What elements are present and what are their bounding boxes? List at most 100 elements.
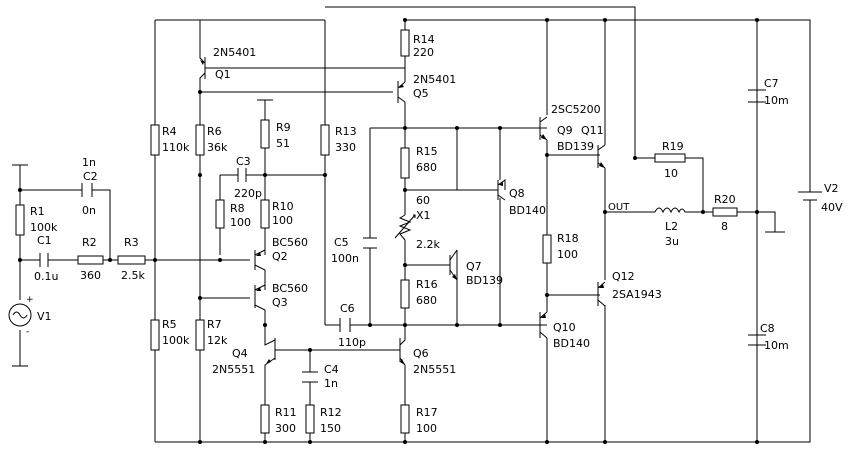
label-r2-ref: R2: [82, 236, 97, 249]
resistor-r15: [400, 147, 410, 179]
label-c5-val: 100n: [331, 252, 359, 265]
label-v2-val: 40V: [821, 201, 843, 214]
label-q11-type: BD139: [557, 140, 594, 153]
label-q5-type: 2N5401: [413, 73, 456, 86]
label-r3-val: 2.5k: [121, 269, 145, 282]
ground-symbols: [12, 99, 785, 367]
label-c1-val: 0.1u: [34, 270, 58, 283]
label-c2-val1: 1n: [82, 156, 96, 169]
label-c8-ref: C8: [760, 322, 775, 335]
resistor-r13: [320, 124, 330, 156]
label-r15-ref: R15: [416, 145, 438, 158]
resistor-r18: [542, 234, 552, 264]
resistor-r20: [712, 207, 738, 217]
label-q1-ref: Q1: [215, 68, 231, 81]
label-r5-ref: R5: [162, 318, 177, 331]
label-c3-ref: C3: [236, 155, 251, 168]
capacitor-c3: [237, 168, 247, 182]
label-r11-val: 300: [275, 422, 296, 435]
resistor-r9: [260, 119, 270, 149]
label-v1-plus: +: [26, 295, 34, 305]
label-r1-val: 100k: [30, 221, 58, 234]
label-q4-ref: Q4: [232, 347, 248, 360]
trimmer-x1: [394, 214, 416, 241]
label-r9-ref: R9: [276, 121, 291, 134]
label-c8-val: 10m: [764, 339, 789, 352]
label-l2-val: 3u: [665, 235, 679, 248]
capacitors: [39, 89, 766, 383]
label-x1-ref: X1: [416, 209, 431, 222]
label-c2-val2: 0n: [82, 204, 96, 217]
label-r2-val: 360: [80, 269, 101, 282]
capacitor-c8: [748, 334, 766, 346]
label-r11-ref: R11: [275, 406, 297, 419]
label-q3-type: BC560: [272, 282, 308, 295]
label-v1-minus: -: [26, 327, 29, 337]
label-c3-val: 220p: [234, 187, 262, 200]
label-r15-val: 680: [416, 161, 437, 174]
label-r19-ref: R19: [662, 140, 684, 153]
label-q10-ref: Q10: [553, 321, 576, 334]
label-q3-ref: Q3: [272, 296, 288, 309]
transistor-q8: [497, 179, 506, 201]
resistor-r17: [400, 404, 410, 434]
resistor-r19: [654, 153, 686, 163]
inductor-l2: [654, 207, 686, 214]
label-r8-val: 100: [230, 216, 251, 229]
label-q11-ref: Q11: [581, 124, 604, 137]
resistor-r8: [215, 199, 225, 229]
label-c5-ref: C5: [334, 236, 349, 249]
label-r17-val: 100: [416, 422, 437, 435]
label-r18-val: 100: [557, 248, 578, 261]
resistor-r14: [400, 29, 410, 57]
transistor-q3: [254, 285, 261, 308]
labels: 2N5401 Q1 R14 220 2N5401 Q5 2SC5200 Q9 Q…: [26, 33, 843, 435]
label-c6-val: 110p: [338, 336, 366, 349]
label-x1-res: 2.2k: [416, 238, 440, 251]
label-c7-ref: C7: [764, 77, 779, 90]
label-r4-ref: R4: [162, 125, 177, 138]
resistor-r10: [260, 199, 270, 229]
label-l2-ref: L2: [665, 220, 678, 233]
resistor-r1: [15, 204, 25, 236]
label-r6-ref: R6: [207, 125, 222, 138]
label-q2-ref: Q2: [272, 250, 288, 263]
resistor-r5: [150, 319, 160, 351]
label-v2-ref: V2: [824, 182, 839, 195]
label-r6-val: 36k: [207, 141, 228, 154]
transistor-q1: [200, 57, 206, 79]
label-q12-type: 2SA1943: [612, 288, 662, 301]
label-q7-ref: Q7: [466, 260, 482, 273]
capacitor-c4: [302, 371, 318, 383]
label-c1-ref: C1: [37, 234, 52, 247]
label-r10-val: 100: [272, 214, 293, 227]
label-r14-val: 220: [413, 46, 434, 59]
capacitor-c5: [363, 237, 377, 249]
voltage-source-v1: [8, 303, 32, 327]
label-q6-ref: Q6: [413, 347, 429, 360]
resistor-r2: [77, 255, 104, 265]
label-r20-val: 8: [721, 220, 728, 233]
transistors: [200, 57, 606, 365]
resistor-r12: [305, 404, 315, 434]
voltage-source-v2: [798, 191, 822, 210]
capacitor-c1: [39, 253, 49, 267]
label-r17-ref: R17: [416, 406, 438, 419]
resistor-r16: [400, 279, 410, 309]
label-c2-ref: C2: [83, 170, 98, 183]
transistor-q12: [597, 281, 606, 307]
label-r7-val: 12k: [207, 334, 228, 347]
label-q9-ref: Q9: [557, 124, 573, 137]
resistors: [15, 29, 738, 442]
label-q8-ref: Q8: [509, 187, 525, 200]
transistor-q10: [539, 311, 548, 339]
resistor-r7: [195, 319, 205, 351]
label-q10-type: BD140: [553, 337, 590, 350]
label-r5-val: 100k: [162, 334, 190, 347]
label-c4-val: 1n: [324, 377, 338, 390]
resistor-r6: [195, 124, 205, 156]
label-r4-val: 110k: [162, 141, 190, 154]
label-v1-ref: V1: [37, 310, 52, 323]
label-c4-ref: C4: [324, 363, 339, 376]
